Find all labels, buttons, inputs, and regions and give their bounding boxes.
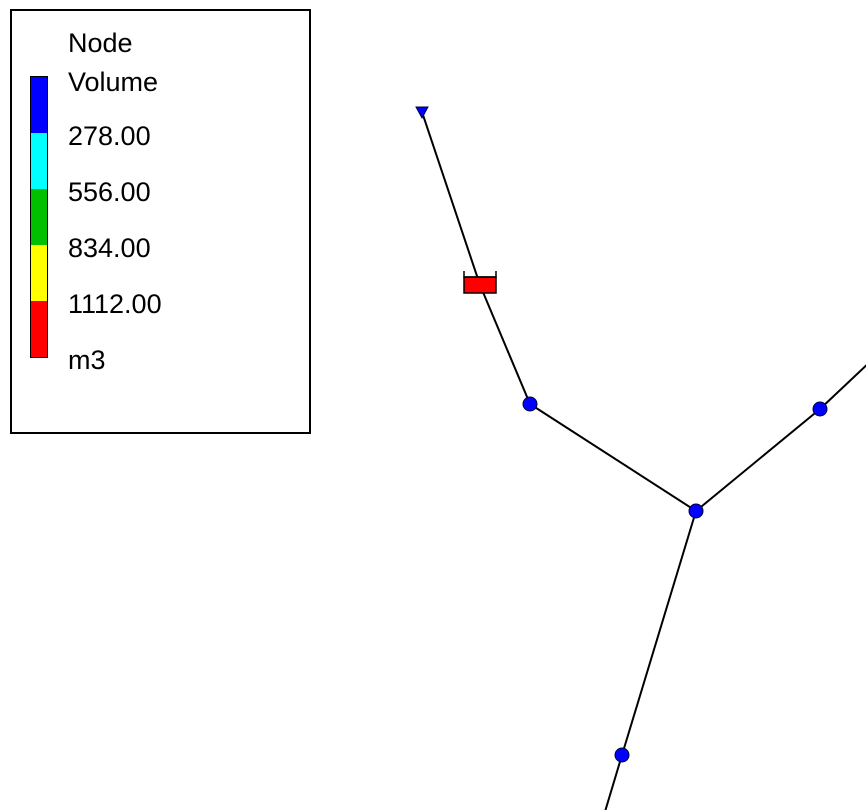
pipe-link[interactable]	[819, 360, 866, 410]
legend-title: Node Volume	[68, 24, 158, 102]
pipe-link[interactable]	[479, 284, 531, 405]
tank-node[interactable]	[463, 271, 497, 294]
junction-node[interactable]	[522, 396, 538, 412]
network-links	[421, 111, 866, 810]
reservoir-node[interactable]	[415, 106, 429, 120]
legend-swatch-3	[31, 189, 47, 245]
legend-threshold-1: 278.00	[68, 121, 151, 151]
junction-node[interactable]	[812, 401, 828, 417]
junction-node[interactable]	[614, 747, 630, 763]
legend-units: m3	[68, 345, 106, 375]
legend-threshold-3: 834.00	[68, 233, 151, 263]
legend-threshold-2: 556.00	[68, 177, 151, 207]
legend-title-line-1: Node	[68, 28, 133, 58]
node-volume-legend[interactable]: Node Volume 278.00 556.00 834.00 1112.00…	[10, 9, 311, 434]
legend-swatch-5	[31, 301, 47, 357]
pipe-link[interactable]	[621, 510, 697, 756]
network-nodes	[415, 106, 828, 763]
legend-swatch-2	[31, 133, 47, 189]
legend-swatch-1	[31, 77, 47, 133]
legend-title-line-2: Volume	[68, 67, 159, 97]
pipe-link[interactable]	[604, 754, 623, 810]
legend-swatch-4	[31, 245, 47, 301]
junction-node[interactable]	[688, 503, 704, 519]
pipe-link[interactable]	[421, 111, 481, 286]
pipe-link[interactable]	[529, 403, 697, 512]
legend-color-bar	[30, 76, 48, 358]
pipe-link[interactable]	[695, 408, 821, 512]
legend-threshold-4: 1112.00	[68, 289, 162, 319]
